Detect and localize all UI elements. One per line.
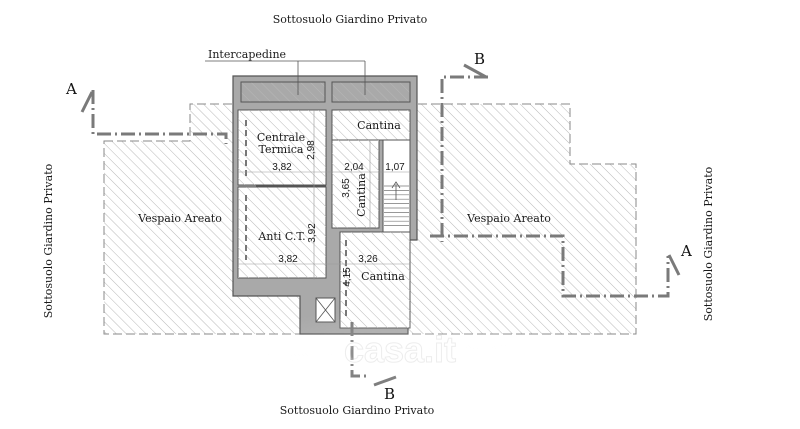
section-mark-a-right: A xyxy=(680,242,692,260)
dim-anti-ct-depth: 3,92 xyxy=(307,223,318,243)
label-bottom: Sottosuolo Giardino Privato xyxy=(280,404,435,417)
watermark: casa.it xyxy=(220,310,580,390)
dim-cantina-mid-width: 2,04 xyxy=(344,162,364,173)
room-label-cantina-top: Cantina xyxy=(357,119,401,132)
label-right: Sottosuolo Giardino Privato xyxy=(702,166,715,321)
label-top: Sottosuolo Giardino Privato xyxy=(273,13,428,26)
section-mark-a-left: A xyxy=(65,80,77,98)
dim-cantina-mid-depth: 3,65 xyxy=(341,178,352,198)
room-cantina-middle-hatch xyxy=(332,140,379,228)
section-mark-b-top: B xyxy=(474,50,485,68)
room-centrale-termica-hatch xyxy=(238,110,326,185)
room-cantina-top-hatch xyxy=(332,110,410,140)
intercapedine-leader xyxy=(205,60,366,95)
room-label-centrale: Centrale xyxy=(257,131,305,144)
label-vespaio-left: Vespaio Areato xyxy=(137,212,222,225)
stair-arrow-icon xyxy=(391,181,401,200)
room-label-cantina-middle: Cantina xyxy=(355,173,368,217)
dim-ct-width: 3,82 xyxy=(272,162,292,173)
watermark-text: casa.it xyxy=(344,329,456,370)
dim-cantina-bottom-width: 3,26 xyxy=(358,254,378,265)
dim-ct-depth: 2,98 xyxy=(306,140,317,160)
label-intercapedine: Intercapedine xyxy=(208,48,286,61)
room-anti-ct-hatch xyxy=(238,187,326,278)
section-line-a xyxy=(80,90,681,298)
room-label-cantina-bottom: Cantina xyxy=(361,270,405,283)
dim-stair-width: 1,07 xyxy=(385,162,405,173)
intercapedine-left xyxy=(240,81,326,103)
label-vespaio-right: Vespaio Areato xyxy=(466,212,551,225)
room-label-termica: Termica xyxy=(259,143,304,156)
section-mark-b-bottom: B xyxy=(384,385,395,403)
dim-cantina-bottom-depth: 4,15 xyxy=(342,267,353,287)
stair-icon xyxy=(384,181,409,226)
dimension-lines xyxy=(238,110,410,280)
building-walls xyxy=(232,75,418,335)
intercapedine-right xyxy=(331,81,411,103)
room-label-anti-ct: Anti C.T. xyxy=(257,230,305,243)
dim-anti-ct-width: 3,82 xyxy=(278,254,298,265)
label-left: Sottosuolo Giardino Privato xyxy=(42,163,55,318)
